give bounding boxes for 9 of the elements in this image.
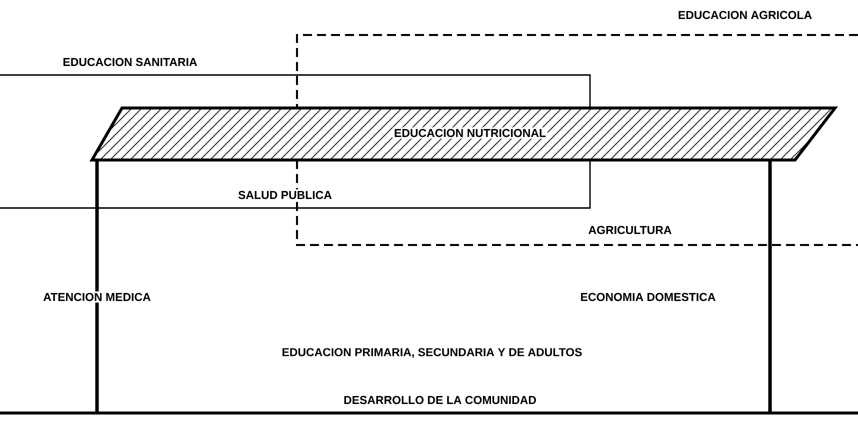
slab-label: EDUCACION NUTRICIONAL: [392, 127, 548, 139]
frame-label: EDUCACION PRIMARIA, SECUNDARIA Y DE ADULTOS: [280, 346, 584, 360]
band-label: SALUD PUBLICA: [236, 189, 334, 201]
band-label: AGRICULTURA: [586, 224, 674, 236]
band-label: EDUCACION AGRICOLA: [676, 9, 814, 21]
frame-label: DESARROLLO DE LA COMUNIDAD: [342, 394, 538, 406]
label: ATENCION MEDICA: [42, 291, 152, 303]
frame-label: ECONOMIA DOMESTICA: [578, 291, 718, 303]
band-label: EDUCACION SANITARIA: [61, 56, 199, 68]
